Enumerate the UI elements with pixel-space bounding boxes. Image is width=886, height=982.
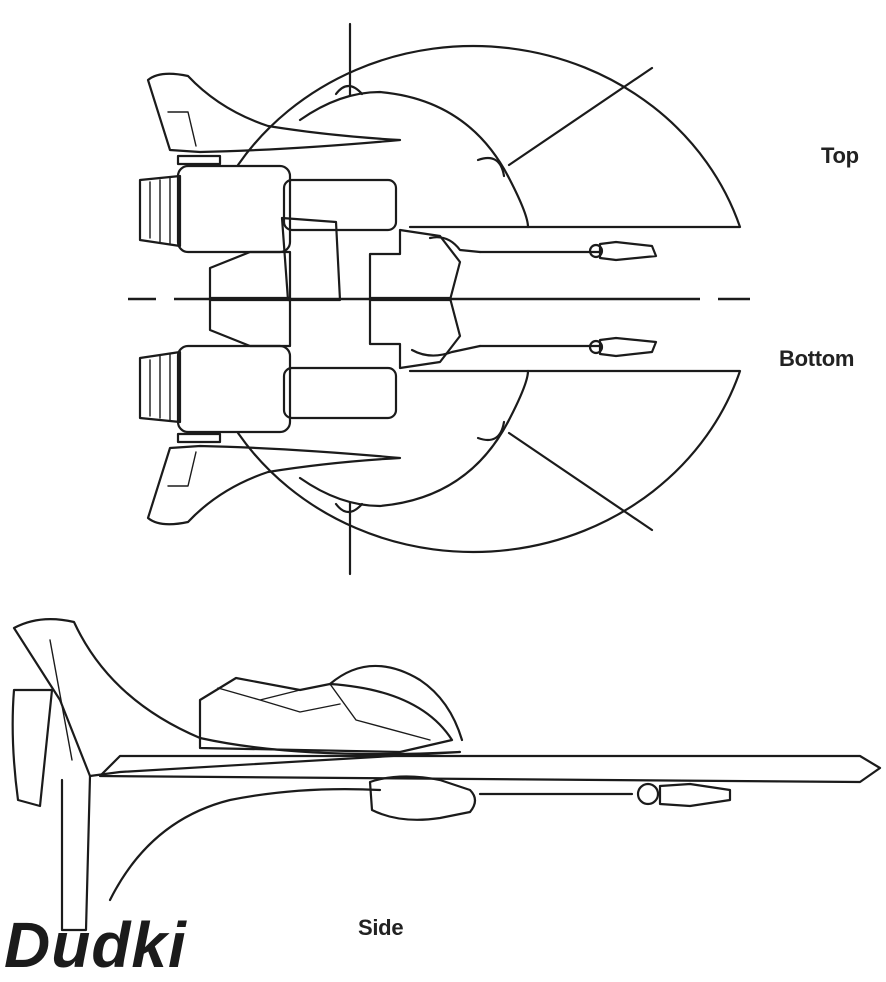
side-hull-panels bbox=[217, 683, 431, 741]
top-inner-ring bbox=[298, 90, 530, 229]
top-inner-bump-1 bbox=[334, 84, 364, 96]
side-keel-curve bbox=[108, 788, 382, 902]
top-inner-bump-2 bbox=[476, 156, 506, 178]
top-strut bbox=[368, 228, 462, 302]
top-disk-outer bbox=[236, 44, 742, 229]
top-disk-seg-2 bbox=[507, 66, 654, 167]
label-bottom: Bottom bbox=[779, 346, 855, 371]
side-gun-joint bbox=[636, 782, 660, 806]
side-hull-top bbox=[198, 676, 454, 754]
side-view bbox=[11, 617, 882, 932]
top-fin bbox=[146, 72, 402, 154]
top-gun-tip bbox=[598, 240, 658, 262]
side-gun-pod bbox=[368, 775, 477, 821]
technical-drawing bbox=[11, 22, 882, 932]
side-canopy bbox=[328, 664, 464, 742]
ship-schematic bbox=[11, 22, 882, 932]
top-engine-rings bbox=[149, 177, 171, 245]
wordmark-logo: Dudki bbox=[4, 909, 187, 981]
top-hull-main bbox=[176, 164, 292, 254]
top-center-wedge bbox=[208, 250, 292, 302]
side-tail-fin bbox=[12, 617, 462, 778]
top-hull-panel bbox=[282, 178, 398, 232]
side-tail-fin-spar bbox=[49, 639, 73, 761]
top-gun-mount bbox=[428, 236, 482, 254]
side-gun-tip bbox=[658, 782, 732, 808]
side-keel bbox=[60, 774, 92, 932]
top-fin-detail bbox=[167, 111, 197, 147]
top-view bbox=[138, 22, 742, 302]
top-gun-joint bbox=[588, 243, 604, 259]
side-wing bbox=[98, 754, 882, 784]
side-engine bbox=[11, 688, 54, 808]
bottom-view bbox=[138, 296, 742, 576]
label-side: Side bbox=[358, 915, 404, 940]
top-fin-root bbox=[176, 154, 222, 166]
label-top: Top bbox=[821, 143, 859, 168]
